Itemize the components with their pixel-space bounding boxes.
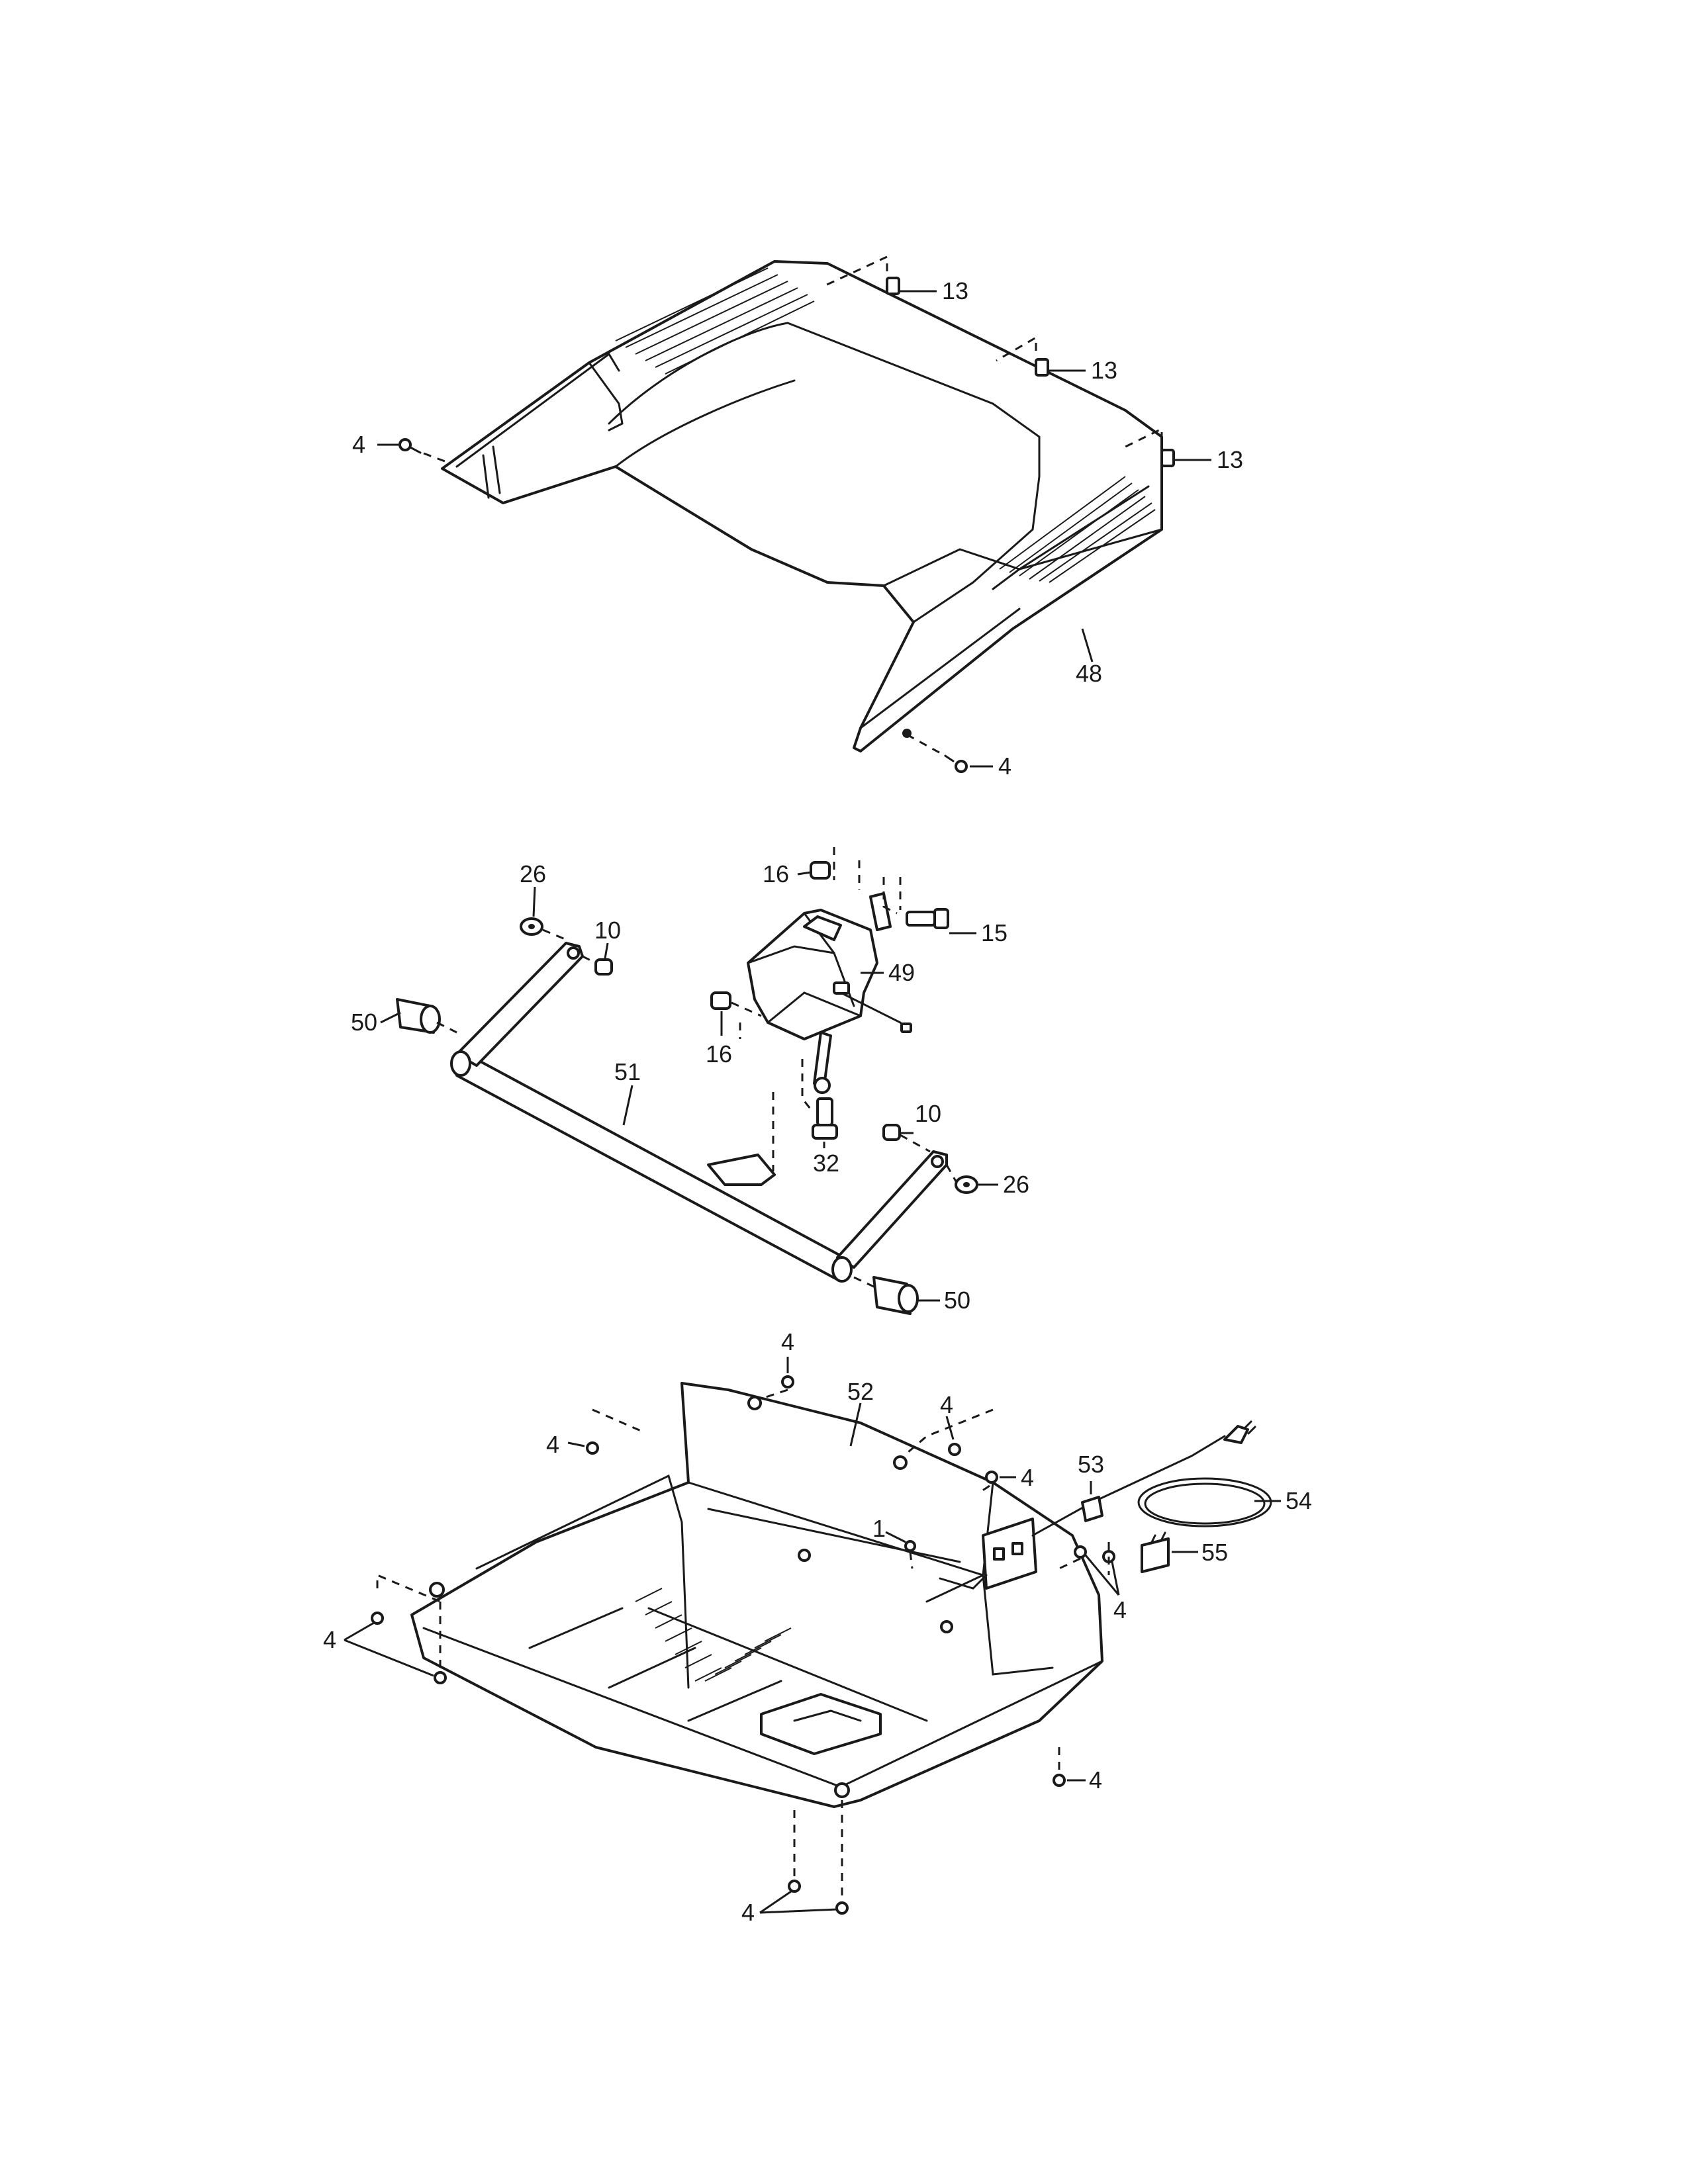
callout-50a: 50 xyxy=(351,1009,377,1036)
callout-13b: 13 xyxy=(1091,357,1117,384)
base-screw-1 xyxy=(904,1540,916,1552)
callout-4-d: 4 xyxy=(1113,1596,1127,1623)
callout-49: 49 xyxy=(888,959,915,986)
callout-4-hood-left: 4 xyxy=(352,431,365,458)
motor-base xyxy=(410,1382,1103,1808)
callout-10b: 10 xyxy=(915,1100,941,1127)
callout-4-bottom: 4 xyxy=(741,1899,755,1926)
callout-13c: 13 xyxy=(1217,446,1243,473)
callout-4-left: 4 xyxy=(323,1626,336,1653)
callout-15: 15 xyxy=(981,919,1008,946)
callout-4-top: 4 xyxy=(781,1328,794,1355)
circuit-breaker-55 xyxy=(1141,1531,1170,1573)
hood-clip-13c xyxy=(1160,449,1175,467)
power-cord xyxy=(1031,1420,1272,1537)
callout-50b: 50 xyxy=(944,1287,970,1314)
callout-26a: 26 xyxy=(520,860,546,887)
hood-vent-right xyxy=(999,476,1156,583)
callout-4-a: 4 xyxy=(546,1431,559,1458)
callout-1: 1 xyxy=(872,1515,886,1542)
nut-10b xyxy=(882,1124,901,1141)
washer-26b xyxy=(955,1175,978,1194)
motor-hood xyxy=(441,260,1163,752)
base-screws xyxy=(371,1375,1115,1915)
callout-4-right: 4 xyxy=(1089,1766,1102,1794)
incline-frame xyxy=(450,942,948,1283)
callout-10a: 10 xyxy=(594,917,621,944)
callout-51: 51 xyxy=(614,1058,641,1085)
callout-labels: 13 13 13 4 48 4 26 10 16 15 49 50 51 16 … xyxy=(323,277,1312,1926)
motor-nut-16a xyxy=(810,861,831,880)
callout-48: 48 xyxy=(1076,660,1102,687)
callout-52: 52 xyxy=(847,1378,874,1405)
cord-strain-relief-53 xyxy=(1081,1496,1103,1522)
callout-26b: 26 xyxy=(1003,1171,1029,1198)
motor-bolt-15 xyxy=(906,908,949,929)
hood-vent-left xyxy=(615,267,815,375)
motor-nut-16b xyxy=(710,991,731,1010)
washer-26a xyxy=(520,917,543,936)
hood-clip-13b xyxy=(1035,358,1049,377)
nut-10a xyxy=(594,958,613,976)
callout-4-b: 4 xyxy=(940,1391,953,1418)
hood-screw-bottom xyxy=(944,754,968,773)
leader-lines xyxy=(344,290,1281,1914)
motor-bolt-32 xyxy=(812,1097,838,1140)
callout-16b: 16 xyxy=(706,1040,732,1068)
base-vent-grille xyxy=(635,1588,792,1682)
callout-13a: 13 xyxy=(942,277,968,304)
callout-32: 32 xyxy=(813,1150,839,1177)
callout-4-c: 4 xyxy=(1021,1464,1034,1491)
wheel-50a xyxy=(396,998,441,1034)
callout-4-hood-bottom: 4 xyxy=(998,752,1011,780)
hood-screw-left xyxy=(399,438,422,454)
hood-clip-13a xyxy=(886,277,900,295)
wheel-50b xyxy=(872,1276,919,1315)
callout-55: 55 xyxy=(1201,1539,1228,1566)
drive-motor xyxy=(747,892,912,1094)
callout-54: 54 xyxy=(1286,1487,1312,1514)
callout-16a: 16 xyxy=(763,860,789,887)
callout-53: 53 xyxy=(1078,1451,1104,1478)
